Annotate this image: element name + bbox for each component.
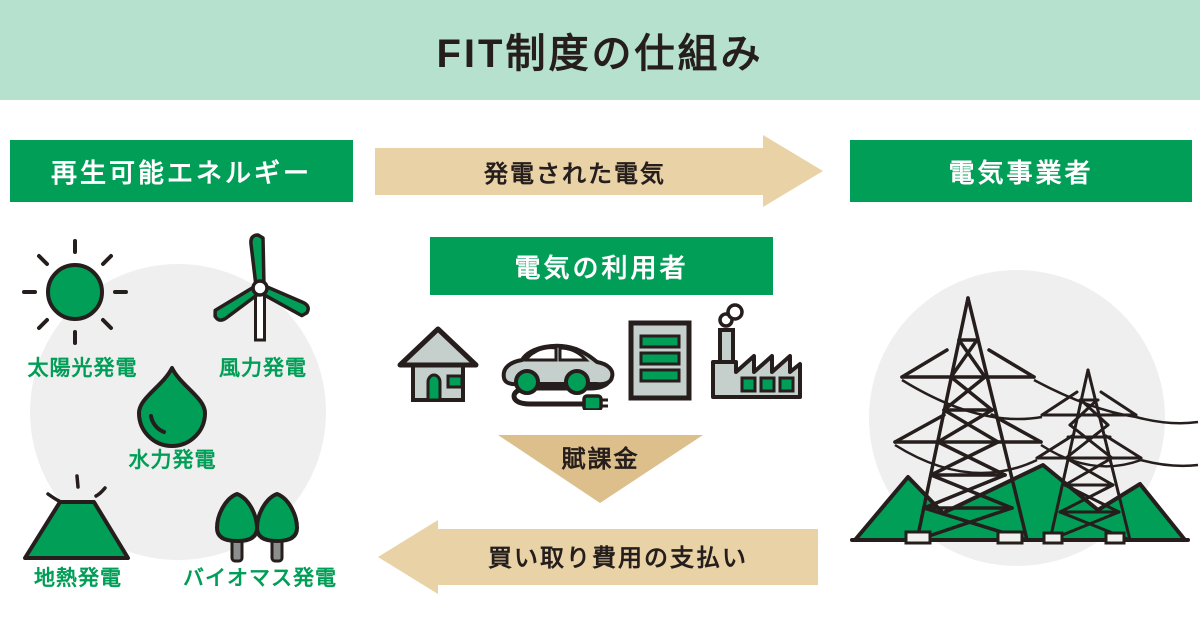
geothermal-label: 地熱発電 xyxy=(34,567,122,590)
hydro-label: 水力発電 xyxy=(128,449,217,472)
renewable-energy-box-label: 再生可能エネルギー xyxy=(50,157,312,188)
purchase-payment-arrow-label: 買い取り費用の支払い xyxy=(488,544,748,572)
generated-electricity-arrow-label: 発電された電気 xyxy=(484,160,666,188)
wind-turbine-icon xyxy=(213,233,310,342)
electricity-users-box-label: 電気の利用者 xyxy=(514,252,689,283)
water-drop-icon xyxy=(137,366,207,448)
renewable-illustration xyxy=(22,233,326,563)
electric-utility-box-label: 電気事業者 xyxy=(948,157,1094,188)
levy-arrow-label: 賦課金 xyxy=(561,445,640,473)
transmission-towers-icon xyxy=(850,296,1199,545)
consumer-icons xyxy=(397,303,802,410)
utility-illustration xyxy=(850,270,1199,566)
electric-utility-box: 電気事業者 xyxy=(850,140,1192,202)
building-icon xyxy=(628,320,692,401)
house-icon xyxy=(397,326,479,402)
electric-car-icon xyxy=(501,343,615,410)
electricity-users-box: 電気の利用者 xyxy=(430,237,773,295)
volcano-icon xyxy=(23,474,130,560)
levy-down-arrow xyxy=(498,435,703,503)
biomass-label: バイオマス発電 xyxy=(183,567,337,590)
wind-label: 風力発電 xyxy=(219,357,307,380)
trees-icon xyxy=(215,492,299,563)
page-title: FIT制度の仕組み xyxy=(436,32,764,76)
renewable-energy-box: 再生可能エネルギー xyxy=(10,140,353,202)
factory-icon xyxy=(711,303,802,399)
purchase-payment-arrow xyxy=(378,520,818,594)
header-banner: FIT制度の仕組み xyxy=(0,0,1200,100)
sun-icon xyxy=(22,239,128,345)
solar-label: 太陽光発電 xyxy=(27,357,138,380)
generated-electricity-arrow xyxy=(375,135,823,207)
